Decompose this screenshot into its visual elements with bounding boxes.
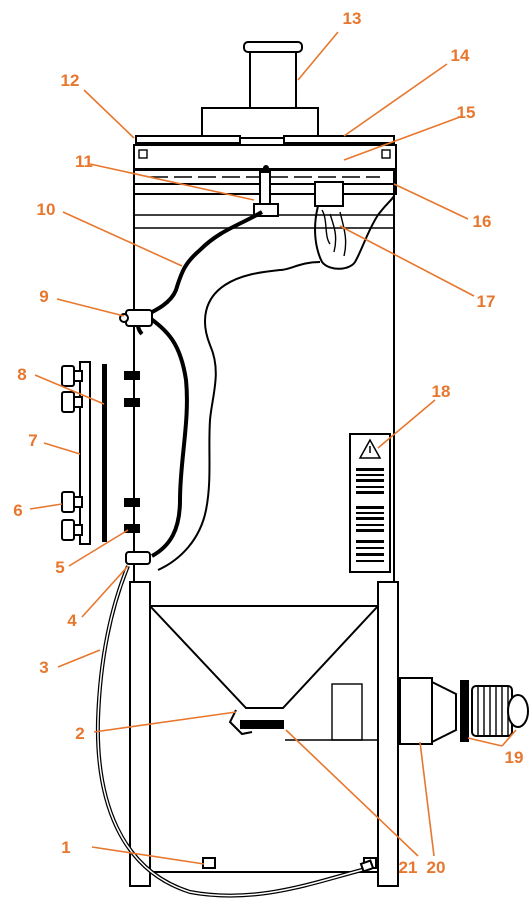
callout-2: 2 [75, 724, 84, 743]
access-plate [79, 361, 107, 545]
callout-7: 7 [28, 431, 37, 450]
callout-18: 18 [432, 382, 451, 401]
sensor-tubing [135, 210, 264, 558]
callout-21: 21 [399, 858, 418, 877]
callout-14: 14 [451, 46, 470, 65]
callout-15: 15 [457, 103, 476, 122]
collection-tray [228, 709, 284, 736]
callout-3: 3 [39, 658, 48, 677]
lower-fitting [125, 551, 151, 565]
callout-8: 8 [17, 365, 26, 384]
callout-11: 11 [75, 152, 93, 171]
callout-1: 1 [61, 838, 70, 857]
callout-10: 10 [37, 200, 56, 219]
callout-13: 13 [343, 9, 362, 28]
callout-6: 6 [13, 501, 22, 520]
callout-16: 16 [473, 212, 492, 231]
callout-5: 5 [55, 558, 64, 577]
callout-4: 4 [67, 611, 77, 630]
drain-hose [95, 565, 375, 898]
callout-12: 12 [61, 71, 80, 90]
outlet-duct [201, 41, 319, 139]
hopper [149, 605, 379, 741]
flex-hose [460, 680, 529, 742]
top-plate [133, 135, 397, 170]
filter-bag [157, 181, 395, 571]
stand-frame [129, 581, 399, 887]
callout-9: 9 [39, 287, 48, 306]
warning-label [349, 433, 391, 573]
cabinet-bolts [124, 371, 140, 533]
callout-labels: 1 2 3 4 5 6 7 8 9 10 11 12 13 14 15 16 1… [13, 9, 523, 877]
callout-17: 17 [477, 292, 496, 311]
callout-19: 19 [505, 748, 524, 767]
leader-lines [29, 31, 517, 865]
foot-bolts [202, 857, 377, 869]
knobs [61, 365, 83, 541]
inlet-adapter [399, 677, 457, 745]
callout-20: 20 [427, 858, 446, 877]
tee-fitting [119, 309, 153, 327]
